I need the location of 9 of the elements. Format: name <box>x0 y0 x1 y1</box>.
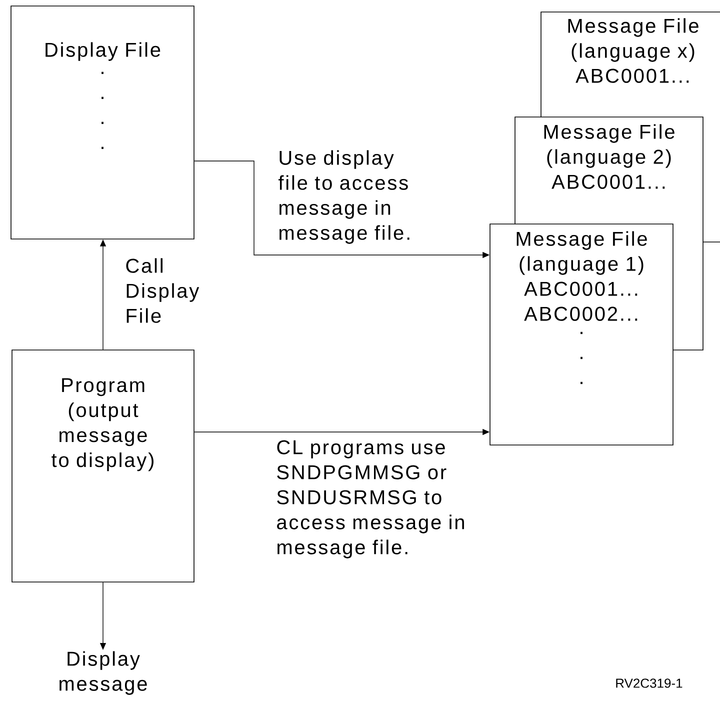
edge-label: CL programs use SNDPGMMSG or SNDUSRMSG to access message in message file. <box>277 440 464 558</box>
edge-label: Use display file to access message in message file. <box>278 150 410 244</box>
file-box: Message File (language x) ABC0001... <box>540 12 720 118</box>
file-box: Display File . . . . <box>10 6 194 240</box>
edge-label: Call Display File <box>126 258 200 323</box>
file-box: Program (output message to display) <box>12 350 194 582</box>
file-box: Message File (language 1) ABC0001... ABC0002... . . . <box>490 224 674 446</box>
figure-id: RV2C319-1 <box>616 678 682 688</box>
output-text: Display message <box>60 651 147 695</box>
